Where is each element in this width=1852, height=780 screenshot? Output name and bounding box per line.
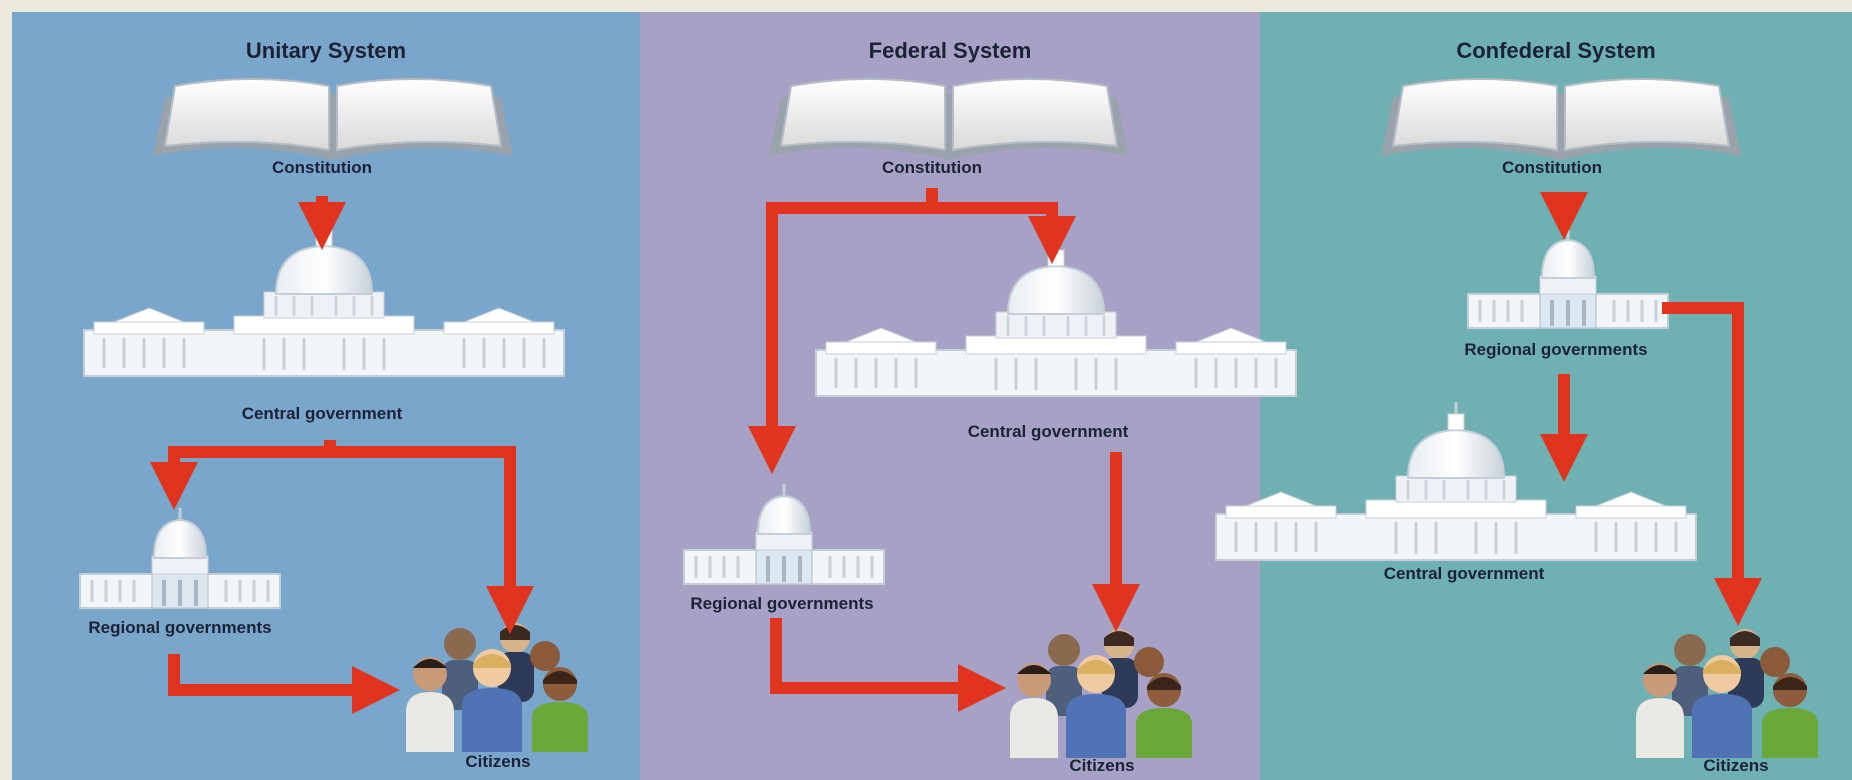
unitary-arrow-central-to-citizens	[330, 446, 534, 634]
confederal-citizens-label: Citizens	[1703, 756, 1769, 775]
confederal-constitution-book-icon	[1380, 78, 1742, 161]
federal-regional-governments-label: Regional governments	[690, 594, 874, 613]
confederal-central-government-icon	[1214, 400, 1698, 562]
diagram-artwork	[78, 78, 1818, 758]
federal-central-government-label: Central government	[967, 422, 1129, 441]
federal-constitution-book-icon	[768, 78, 1130, 161]
federal-arrows	[748, 188, 1140, 712]
unitary-citizens-label: Citizens	[465, 752, 531, 771]
unitary-title: Unitary System	[245, 38, 407, 63]
federal-citizens-label: Citizens	[1069, 756, 1135, 775]
unitary-citizens-icon	[406, 623, 588, 752]
unitary-regional-governments-label: Regional governments	[88, 618, 272, 637]
unitary-central-government-icon	[82, 216, 566, 378]
confederal-regional-governments-label: Regional governments	[1464, 340, 1648, 359]
unitary-arrow-central-to-regional	[150, 440, 336, 510]
confederal-regional-government-icon	[1466, 226, 1670, 330]
confederal-title: Confederal System	[1456, 38, 1656, 63]
federal-arrow-regional-to-citizens	[770, 618, 1006, 712]
federal-diagram	[682, 78, 1298, 758]
unitary-constitution-label: Constitution	[271, 158, 373, 177]
federal-arrow-constitution-to-regional	[748, 202, 932, 474]
unitary-arrows	[150, 196, 534, 714]
confederal-arrow-regional-to-citizens	[1662, 302, 1762, 626]
federal-regional-government-icon	[682, 482, 886, 586]
confederal-diagram	[1214, 78, 1818, 758]
federal-title: Federal System	[868, 38, 1032, 63]
unitary-central-government-label: Central government	[241, 404, 403, 423]
confederal-arrows	[1540, 192, 1762, 626]
confederal-central-government-label: Central government	[1383, 564, 1545, 583]
diagram-frame: Unitary System Federal System Confederal…	[12, 12, 1852, 780]
unitary-arrow-regional-to-citizens	[168, 654, 400, 714]
unitary-constitution-book-icon	[152, 78, 514, 161]
federal-citizens-icon	[1010, 629, 1192, 758]
unitary-diagram	[78, 78, 588, 752]
federal-central-government-icon	[814, 236, 1298, 398]
federal-constitution-label: Constitution	[881, 158, 983, 177]
federal-arrow-constitution-to-central	[926, 188, 1076, 264]
unitary-regional-government-icon	[78, 506, 282, 610]
confederal-citizens-icon	[1636, 629, 1818, 758]
confederal-constitution-label: Constitution	[1501, 158, 1603, 177]
